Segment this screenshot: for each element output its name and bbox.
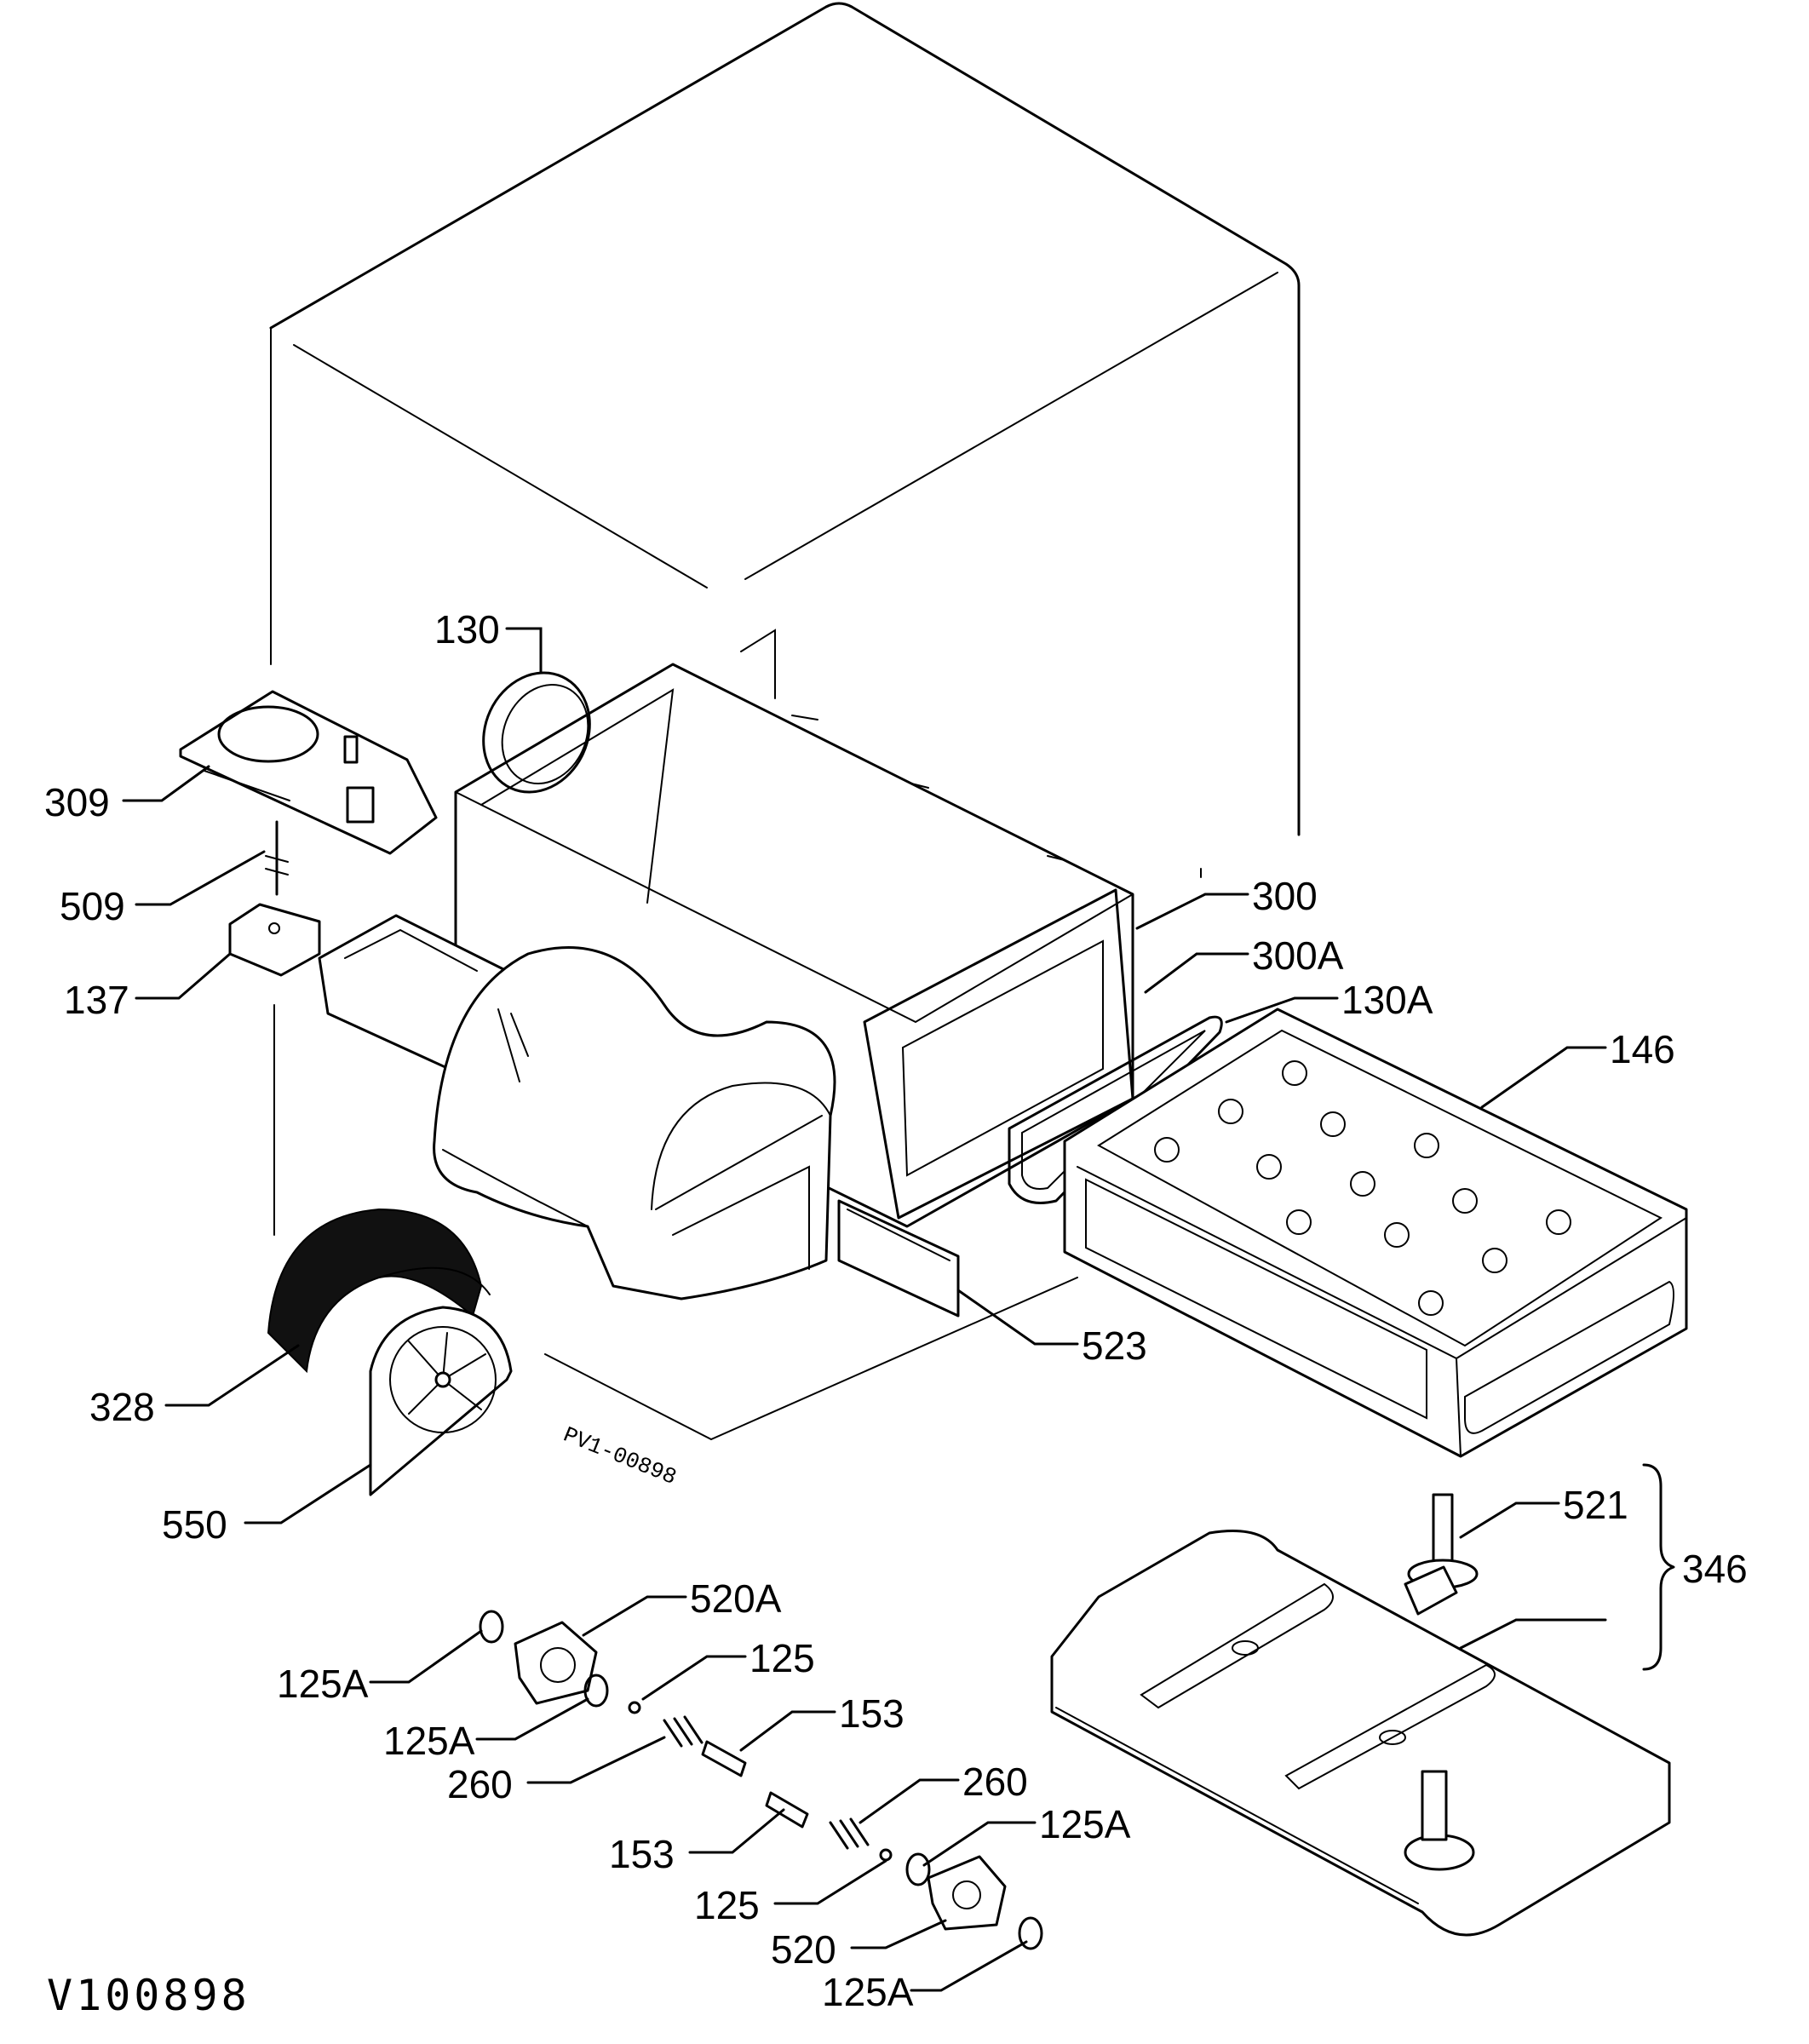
blower-housing <box>433 946 836 1300</box>
part-130-gasket <box>482 671 591 794</box>
part-125A-ring-2 <box>583 1674 609 1708</box>
label-260-2: 260 <box>962 1760 1028 1804</box>
label-509: 509 <box>60 884 125 928</box>
label-328: 328 <box>89 1385 155 1429</box>
label-309: 309 <box>44 780 110 824</box>
label-125-1: 125 <box>749 1636 815 1680</box>
part-346-water-tank <box>1050 1530 1671 1937</box>
cabinet-outline <box>269 2 1301 1236</box>
label-125A-4: 125A <box>822 1970 914 2014</box>
part-550-fan <box>369 1306 513 1496</box>
label-146: 146 <box>1610 1027 1675 1071</box>
part-125-ring-2 <box>879 1848 893 1862</box>
part-509-screw <box>265 820 289 896</box>
part-328-filter <box>267 1208 491 1374</box>
label-520: 520 <box>771 1927 836 1972</box>
leader-lines <box>122 627 1607 1992</box>
drawing-code: V100898 <box>47 1971 250 2020</box>
label-125A-3: 125A <box>1039 1802 1131 1846</box>
label-300: 300 <box>1252 874 1318 918</box>
part-125A-ring-3 <box>905 1852 931 1886</box>
part-520-valve <box>927 1855 1007 1931</box>
part-153-pin-2 <box>765 1791 809 1829</box>
part-153-pin-1 <box>701 1740 747 1777</box>
part-130A-seal <box>1008 1015 1223 1204</box>
part-125A-ring-4 <box>1018 1916 1043 1950</box>
label-125-2: 125 <box>694 1883 760 1927</box>
part-137-block <box>228 903 321 977</box>
label-125A-1: 125A <box>277 1662 369 1706</box>
part-125-ring-1 <box>628 1701 641 1714</box>
label-153-1: 153 <box>839 1691 904 1736</box>
part-146-condenser <box>1063 1008 1688 1458</box>
callout-labels: 130 309 509 137 300 300A 130A 146 523 32… <box>44 607 1748 2014</box>
part-309-cover-plate <box>179 690 438 855</box>
label-130: 130 <box>434 607 500 652</box>
stamp-leader <box>544 1277 1078 1441</box>
label-521: 521 <box>1563 1483 1628 1527</box>
drawing-stamp: PV1-00898 <box>560 1422 680 1490</box>
part-523-strip <box>837 1199 960 1318</box>
label-300A: 300A <box>1252 933 1344 978</box>
label-550: 550 <box>162 1502 227 1547</box>
part-520A-valve <box>514 1621 598 1705</box>
condenser-holes <box>1154 1060 1571 1316</box>
brace-346 <box>1642 1463 1675 1671</box>
label-125A-2: 125A <box>383 1719 475 1763</box>
label-346: 346 <box>1682 1547 1748 1591</box>
label-137: 137 <box>64 978 129 1022</box>
part-260-spring-1 <box>663 1715 704 1748</box>
label-520A: 520A <box>690 1576 782 1621</box>
label-153-2: 153 <box>609 1832 675 1876</box>
label-523: 523 <box>1082 1323 1147 1368</box>
part-521-float <box>1404 1493 1479 1616</box>
label-130A: 130A <box>1341 978 1433 1022</box>
part-125A-ring-1 <box>479 1610 504 1644</box>
label-260-1: 260 <box>447 1762 513 1806</box>
part-260-spring-2 <box>829 1817 870 1850</box>
